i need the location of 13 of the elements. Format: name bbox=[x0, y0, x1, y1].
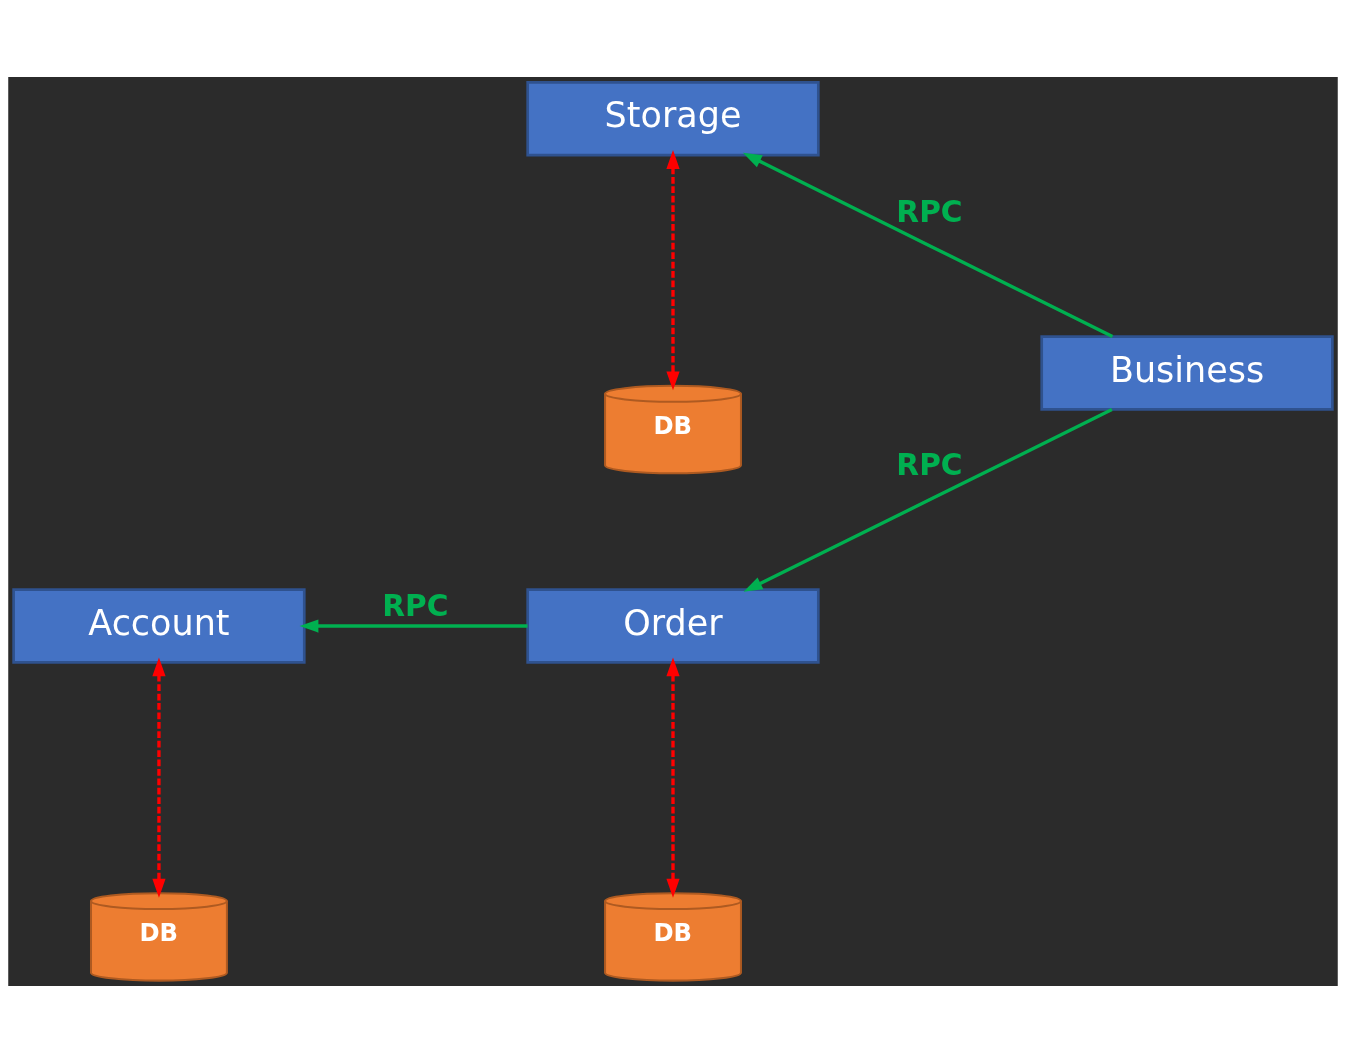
arrow bbox=[299, 618, 528, 633]
node-box: Order bbox=[526, 587, 820, 664]
edge-label: RPC bbox=[896, 194, 963, 229]
arrow bbox=[666, 656, 680, 898]
arrow bbox=[742, 152, 1114, 338]
node-box: Account bbox=[12, 587, 306, 664]
arrow bbox=[743, 407, 1113, 592]
edge-label: RPC bbox=[896, 447, 963, 482]
arrow bbox=[152, 656, 166, 898]
node-box: Business bbox=[1040, 334, 1334, 411]
arrow bbox=[666, 149, 680, 390]
node-box: Storage bbox=[526, 80, 820, 156]
edge-label: RPC bbox=[382, 588, 449, 623]
